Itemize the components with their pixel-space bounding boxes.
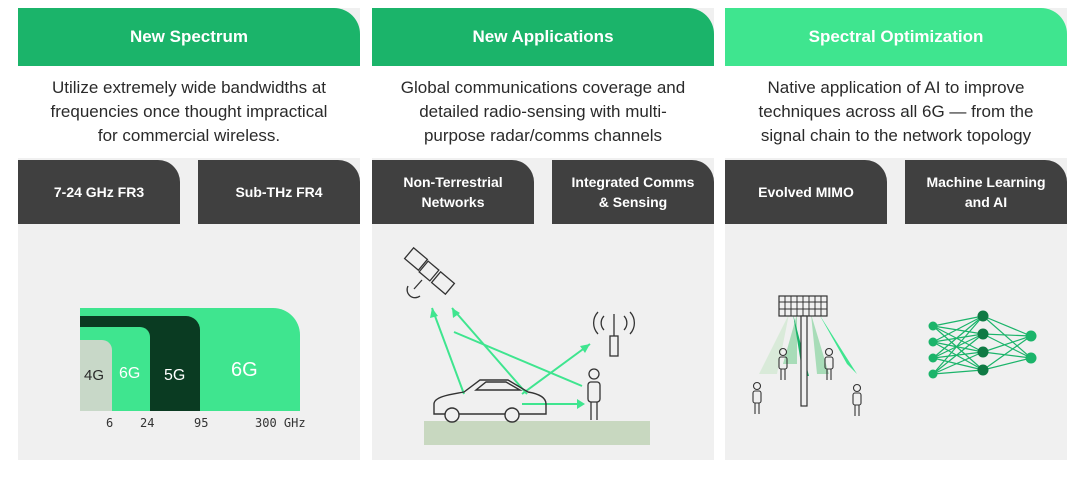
tab-label: 7-24 GHz FR3 xyxy=(53,184,145,200)
tick-label: 6 xyxy=(106,416,113,430)
tab-label: Networks xyxy=(421,194,485,210)
tab-fr4[interactable]: Sub-THz FR4 xyxy=(198,160,360,224)
optimization-diagram xyxy=(752,295,1037,416)
cell-tower-icon xyxy=(592,311,636,357)
applications-diagram xyxy=(403,246,650,445)
signal-arrows xyxy=(431,307,591,405)
spectrum-diagram: 4G 6G 5G 6G 6 24 95 300 GHz xyxy=(80,308,306,430)
tab-label: Evolved MIMO xyxy=(758,184,854,200)
tab-label: Non-Terrestrial xyxy=(403,174,503,190)
panel-header: Spectral Optimization xyxy=(725,8,1067,66)
description-line: purpose radar/comms channels xyxy=(423,126,663,145)
neural-network-icon xyxy=(928,310,1037,379)
person-icon xyxy=(824,347,834,380)
description-line: Global communications coverage and xyxy=(400,78,686,97)
band-4g xyxy=(80,340,112,411)
tab-label: and AI xyxy=(964,194,1008,210)
panel-description: Utilize extremely wide bandwidths at fre… xyxy=(18,66,360,158)
description-line: Native application of AI to improve xyxy=(767,78,1025,97)
tab-label: Sub-THz FR4 xyxy=(235,184,323,200)
panel-header: New Applications xyxy=(372,8,714,66)
panel-description: Global communications coverage and detai… xyxy=(372,66,714,158)
description-line: frequencies once thought impractical xyxy=(50,102,328,121)
description-line: Utilize extremely wide bandwidths at xyxy=(51,78,326,97)
person-icon xyxy=(587,368,601,420)
panel-new-applications: New Applications Global communications c… xyxy=(372,8,714,460)
panel-description: Native application of AI to improve tech… xyxy=(725,66,1067,158)
panel-header: New Spectrum xyxy=(18,8,360,66)
arrow-heads xyxy=(430,308,590,409)
tab-machine-learning[interactable]: Machine Learning and AI xyxy=(905,160,1067,224)
tab-integrated-comms[interactable]: Integrated Comms & Sensing xyxy=(552,160,714,224)
tab-label: Machine Learning xyxy=(926,174,1046,190)
tick-label: 95 xyxy=(194,416,208,430)
ground xyxy=(424,421,650,445)
band-label: 6G xyxy=(231,359,258,381)
band-label: 5G xyxy=(164,367,185,384)
person-icon xyxy=(778,347,788,380)
panel-spectral-optimization: Spectral Optimization Native application… xyxy=(725,8,1067,460)
description-line: signal chain to the network topology xyxy=(760,126,1032,145)
person-icon xyxy=(752,381,762,414)
tab-label: Integrated Comms xyxy=(571,174,695,190)
antenna-array-icon xyxy=(759,295,857,407)
tab-fr3[interactable]: 7-24 GHz FR3 xyxy=(18,160,180,224)
panel-new-spectrum: New Spectrum Utilize extremely wide band… xyxy=(18,8,360,460)
band-label: 4G xyxy=(84,367,104,384)
description-line: techniques across all 6G — from the xyxy=(758,102,1034,121)
person-icon xyxy=(852,383,862,416)
description-line: for commercial wireless. xyxy=(97,126,281,145)
tab-evolved-mimo[interactable]: Evolved MIMO xyxy=(725,160,887,224)
satellite-icon xyxy=(403,246,456,299)
tick-label: 300 GHz xyxy=(255,416,306,430)
tab-label: & Sensing xyxy=(598,194,668,210)
description-line: detailed radio-sensing with multi- xyxy=(419,102,667,121)
tick-label: 24 xyxy=(140,416,154,430)
band-label: 6G xyxy=(119,365,140,382)
car-icon xyxy=(433,379,547,423)
